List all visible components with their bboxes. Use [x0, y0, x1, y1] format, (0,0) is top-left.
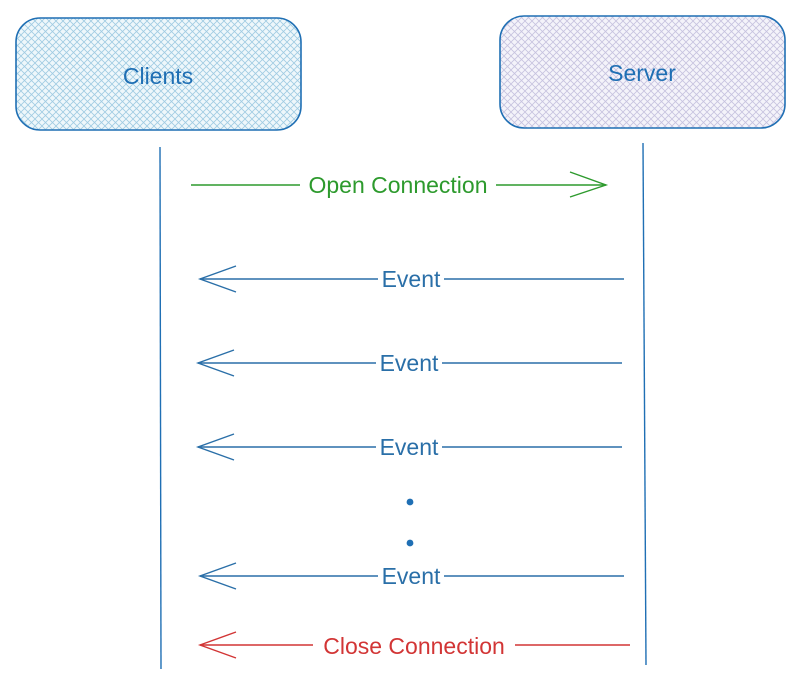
event-label: Event: [380, 350, 439, 376]
message-event: Event: [197, 562, 624, 590]
event-arrowhead: [195, 433, 235, 461]
message-close-connection: Close Connection: [197, 631, 630, 659]
participant-clients: Clients: [15, 17, 302, 131]
message-event: Event: [197, 265, 624, 293]
clients-label: Clients: [123, 63, 193, 89]
close-connection-arrowhead: [197, 631, 237, 659]
server-label: Server: [608, 60, 676, 86]
ellipsis-dot: [406, 498, 414, 506]
event-label: Event: [382, 266, 441, 292]
message-event: Event: [195, 349, 622, 377]
event-arrowhead: [195, 349, 235, 377]
event-arrowhead: [197, 265, 237, 293]
event-arrowhead: [197, 562, 237, 590]
message-open-connection: Open Connection: [191, 171, 609, 198]
server-lifeline: [642, 142, 647, 666]
close-connection-label: Close Connection: [323, 633, 505, 659]
participant-server: Server: [499, 15, 786, 129]
event-label: Event: [380, 434, 439, 460]
message-event: Event: [195, 433, 622, 461]
clients-box: [15, 17, 302, 131]
open-connection-label: Open Connection: [308, 172, 487, 198]
event-label: Event: [382, 563, 441, 589]
clients-lifeline: [159, 146, 162, 670]
open-connection-arrowhead: [569, 171, 609, 198]
server-box: [499, 15, 786, 129]
ellipsis-dot: [406, 539, 414, 547]
